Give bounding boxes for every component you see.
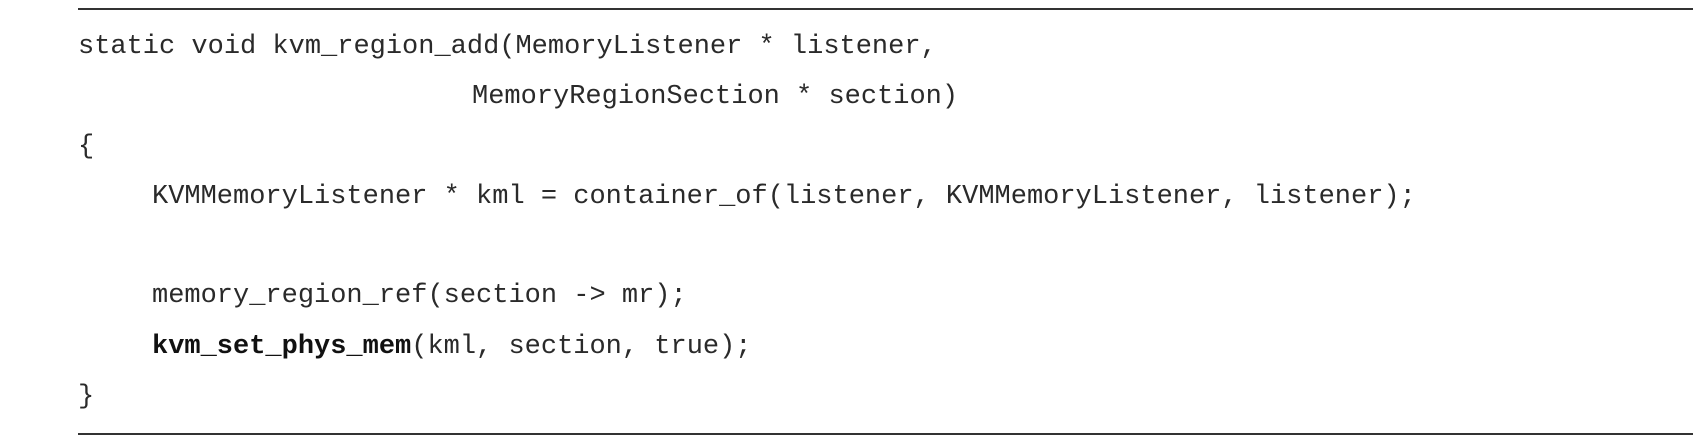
code-line-open-brace: { <box>78 132 95 162</box>
code-line-function-signature: static void kvm_region_add(MemoryListene… <box>78 32 937 62</box>
code-line-kml-declaration: KVMMemoryListener * kml = container_of(l… <box>152 182 1416 212</box>
bottom-rule <box>78 433 1693 435</box>
call-arguments: (kml, section, true); <box>411 332 752 362</box>
function-name-kvm-set-phys-mem: kvm_set_phys_mem <box>152 332 412 362</box>
code-listing: static void kvm_region_add(MemoryListene… <box>78 0 1693 442</box>
code-line-memory-region-ref: memory_region_ref(section -> mr); <box>152 281 687 311</box>
code-line-signature-continuation: MemoryRegionSection * section) <box>472 82 959 112</box>
code-line-close-brace: } <box>78 382 95 412</box>
top-rule <box>78 8 1693 10</box>
code-line-kvm-set-phys-mem: kvm_set_phys_mem(kml, section, true); <box>152 330 752 364</box>
